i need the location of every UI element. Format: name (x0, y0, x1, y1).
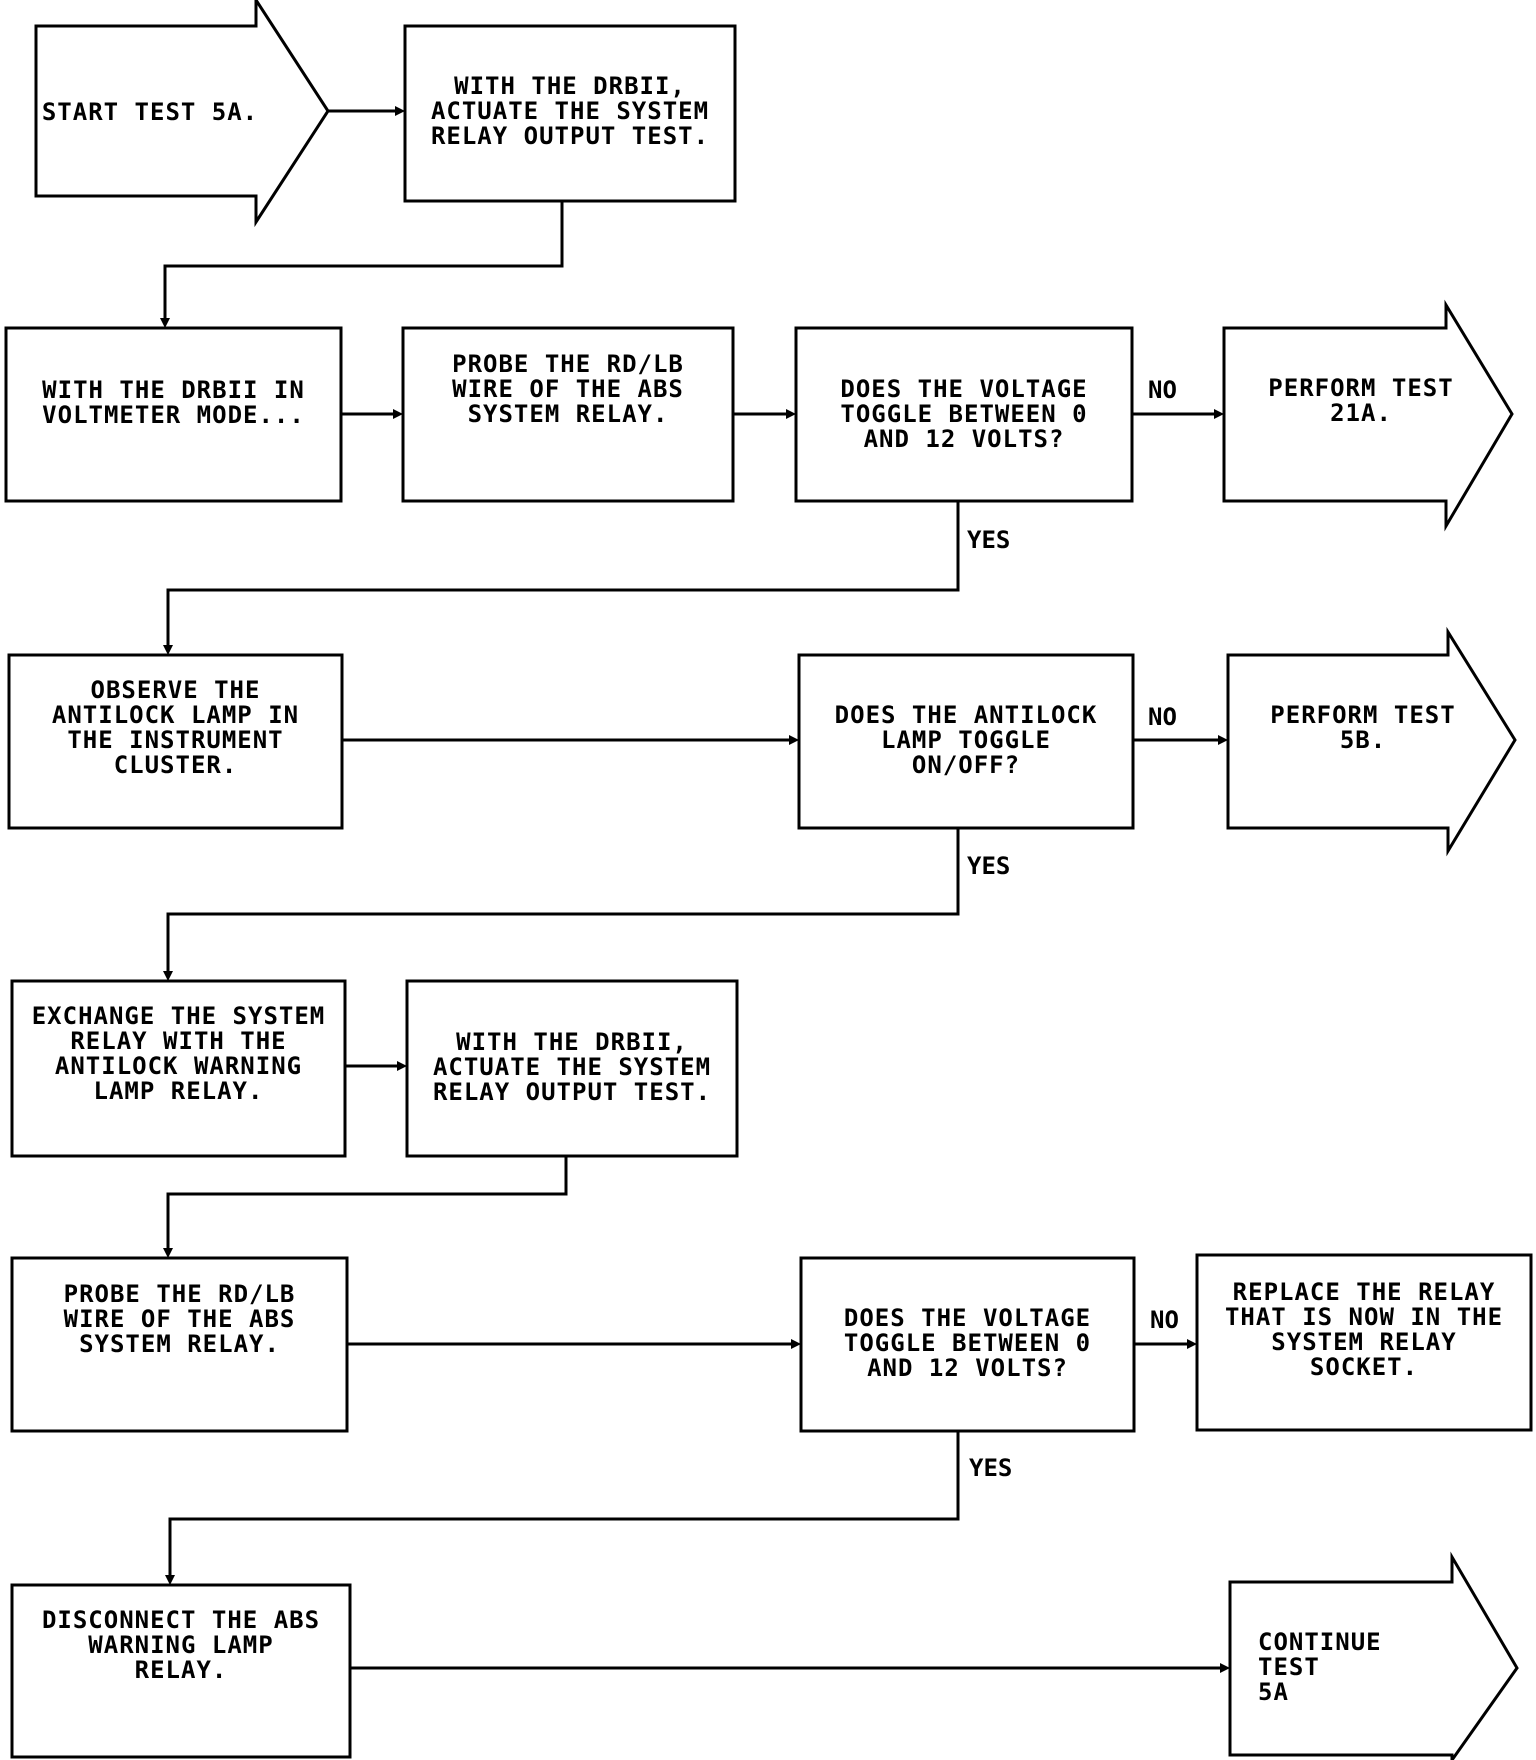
decision2-yes-label: YES (967, 852, 1011, 880)
step1-label: WITH THE DRBII, ACTUATE THE SYSTEM RELAY… (430, 72, 710, 150)
decision3-no-label: NO (1150, 1306, 1179, 1334)
end-arrow-shape (1228, 1551, 1519, 1760)
decision1-yes-label: YES (967, 526, 1011, 554)
step1-box (403, 24, 737, 203)
step7-label: PROBE THE RD/LB WIRE OF THE ABS SYSTEM R… (63, 1280, 296, 1358)
decision3-box (799, 1256, 1136, 1433)
outcome2-arrow-shape (1226, 626, 1517, 857)
end-label: CONTINUE TEST 5A (1258, 1628, 1382, 1706)
outcome1-label: PERFORM TEST 21A. (1268, 374, 1454, 427)
step4-box (7, 653, 344, 830)
step3-box (401, 326, 735, 503)
start-arrow-shape (34, 0, 330, 228)
decision1-label: DOES THE VOLTAGE TOGGLE BETWEEN 0 AND 12… (840, 375, 1088, 453)
step2-label: WITH THE DRBII IN VOLTMETER MODE... (42, 376, 305, 429)
decision2-no-label: NO (1148, 703, 1177, 731)
outcome1-arrow-shape (1222, 299, 1514, 532)
decision2-box (797, 653, 1135, 830)
start-label: START TEST 5A. (41, 98, 259, 126)
step5-box (10, 979, 347, 1158)
step6-label: WITH THE DRBII, ACTUATE THE SYSTEM RELAY… (432, 1028, 712, 1106)
outcome2-label: PERFORM TEST 5B. (1270, 701, 1456, 754)
decision1-no-label: NO (1148, 376, 1177, 404)
step3-label: PROBE THE RD/LB WIRE OF THE ABS SYSTEM R… (452, 350, 684, 428)
step4-label: OBSERVE THE ANTILOCK LAMP IN THE INSTRUM… (51, 676, 300, 779)
decision1-box (794, 326, 1134, 503)
step6-box (405, 979, 739, 1158)
step8-box (10, 1583, 352, 1759)
outcome3-box (1195, 1253, 1533, 1432)
decision3-label: DOES THE VOLTAGE TOGGLE BETWEEN 0 AND 12… (843, 1304, 1092, 1382)
outcome3-label: REPLACE THE RELAY THAT IS NOW IN THE SYS… (1224, 1278, 1504, 1381)
step5-label: EXCHANGE THE SYSTEM RELAY WITH THE ANTIL… (31, 1002, 326, 1105)
decision2-label: DOES THE ANTILOCK LAMP TOGGLE ON/OFF? (834, 701, 1098, 779)
decision3-yes-label: YES (969, 1454, 1013, 1482)
step8-label: DISCONNECT THE ABS WARNING LAMP RELAY. (41, 1606, 321, 1684)
